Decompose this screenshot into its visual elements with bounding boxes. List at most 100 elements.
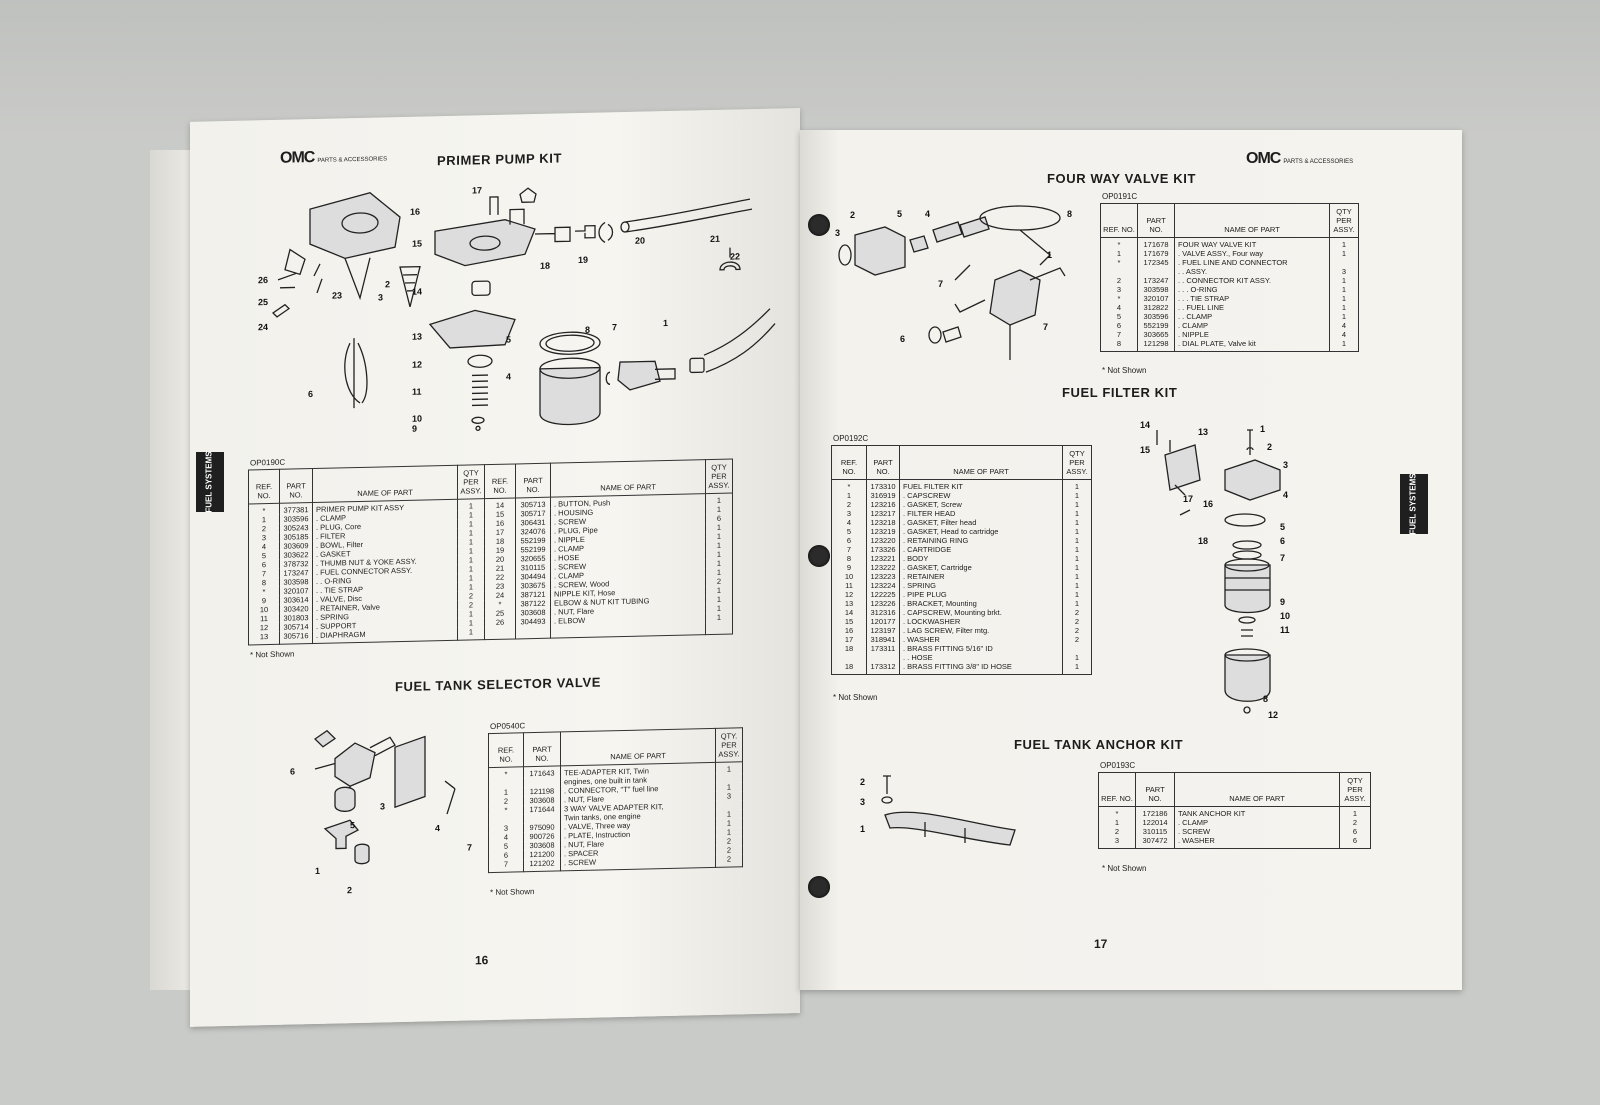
part-name-cell: . GASKET, Head to cartridge	[899, 527, 1063, 536]
ref-cell: *	[1100, 237, 1138, 249]
ref-cell: 3	[1098, 836, 1136, 849]
primer-code: OP0190C	[250, 457, 286, 468]
part-no-cell: 318941	[866, 635, 900, 644]
callout: 7	[612, 322, 617, 332]
part-no-cell: 307472	[1135, 836, 1175, 849]
callout: 1	[1047, 250, 1052, 260]
ref-cell: 5	[831, 527, 867, 536]
part-no-cell: 172345	[1137, 258, 1175, 267]
qty-cell: 1	[1329, 285, 1359, 294]
callout: 6	[900, 334, 905, 344]
col-ref: REF. NO.	[831, 445, 867, 480]
part-name-cell: . FUEL LINE AND CONNECTOR	[1174, 258, 1330, 267]
part-name-cell: . NIPPLE	[1174, 330, 1330, 339]
col-part: PART NO.	[523, 731, 561, 767]
part-no-cell: 320107	[1137, 294, 1175, 303]
callout: 13	[1198, 427, 1208, 437]
qty-cell: 2	[1062, 608, 1092, 617]
callout: 8	[1067, 209, 1072, 219]
part-no-cell: 303596	[1137, 312, 1175, 321]
selector-diagram: 6 3 5 4 7 1 2	[290, 729, 472, 895]
qty-cell: 1	[1329, 249, 1359, 258]
part-no-cell: 123219	[866, 527, 900, 536]
callout: 13	[412, 332, 422, 342]
qty-cell: 6	[1339, 836, 1371, 849]
part-no-cell: 123220	[866, 536, 900, 545]
part-no-cell: 121202	[523, 858, 561, 872]
page-number-left: 16	[475, 953, 489, 968]
callout: 1	[663, 318, 668, 328]
ref-cell: *	[1098, 806, 1136, 818]
callout: 8	[1263, 694, 1268, 704]
part-no-cell: 123218	[866, 518, 900, 527]
selector-parts-table: REF. NO. PART NO. NAME OF PART QTY. PER …	[488, 727, 743, 873]
ref-cell: *	[1100, 294, 1138, 303]
qty-cell: 4	[1329, 330, 1359, 339]
qty-cell: 1	[1062, 563, 1092, 572]
col-name: NAME OF PART	[1174, 772, 1340, 807]
callout: 10	[412, 414, 422, 424]
qty-cell: 1	[1062, 536, 1092, 545]
col-name: NAME OF PART	[560, 728, 716, 766]
fuel-systems-tab-right: FUEL SYSTEMS	[1400, 473, 1428, 535]
qty-cell: 1	[1329, 237, 1359, 249]
part-name-cell: . . ASSY.	[1174, 267, 1330, 276]
part-no-cell: 123223	[866, 572, 900, 581]
callout: 20	[635, 236, 645, 246]
primer-pump-diagram: 17 16 15 14 13 12 11 10 9 26 25 24 23 2 …	[258, 185, 776, 434]
table-row: . . ASSY.3	[1100, 267, 1359, 276]
callout: 6	[308, 389, 313, 399]
callout: 4	[1283, 490, 1288, 500]
part-no-cell: 320655	[515, 553, 551, 564]
col-ref: REF. NO.	[248, 469, 280, 505]
callout: 1	[860, 824, 865, 834]
ref-cell: 7	[831, 545, 867, 554]
callout: 16	[1203, 499, 1213, 509]
part-name-cell: . DIAPHRAGM	[312, 627, 458, 644]
ref-cell: 8	[1100, 339, 1138, 352]
ref-cell: 8	[831, 554, 867, 563]
part-no-cell: 123221	[866, 554, 900, 563]
part-name-cell: TANK ANCHOR KIT	[1174, 806, 1340, 818]
qty-cell: 1	[1329, 303, 1359, 312]
anchor-code: OP0193C	[1100, 761, 1136, 770]
ref-cell: 4	[831, 518, 867, 527]
part-name-cell: . SCREW	[560, 854, 716, 871]
callout: 4	[925, 209, 930, 219]
qty-cell: 1	[1062, 590, 1092, 599]
col-qty: QTY PER ASSY.	[1339, 772, 1371, 807]
qty-cell: 1	[1062, 500, 1092, 509]
callout: 3	[378, 292, 383, 302]
part-name-cell: . VALVE ASSY., Four way	[1174, 249, 1330, 258]
part-name-cell: . GASKET, Cartridge	[899, 563, 1063, 572]
part-no-cell: 123226	[866, 599, 900, 608]
col-qty: QTY PER ASSY.	[705, 459, 733, 494]
part-name-cell: . CAPSCREW, Mounting brkt.	[899, 608, 1063, 617]
qty-cell: 1	[1339, 806, 1371, 818]
ref-cell: 14	[484, 497, 516, 511]
ref-cell: 13	[248, 631, 280, 646]
callout: 6	[290, 766, 295, 776]
col-name: NAME OF PART	[550, 459, 706, 498]
part-name-cell: . FILTER HEAD	[899, 509, 1063, 518]
part-no-cell: 173326	[866, 545, 900, 554]
ref-cell: 2	[831, 500, 867, 509]
callout: 5	[897, 209, 902, 219]
part-no-cell	[866, 653, 900, 662]
callout: 3	[380, 801, 385, 811]
ref-cell: 14	[831, 608, 867, 617]
callout: 17	[472, 185, 482, 195]
part-no-cell: 303665	[1137, 330, 1175, 339]
fuel-filter-diagram: 14 13 1 15 2 3 17 16 4 18 5 6 7 9 10 11 …	[1140, 420, 1290, 720]
callout: 7	[1280, 553, 1285, 563]
